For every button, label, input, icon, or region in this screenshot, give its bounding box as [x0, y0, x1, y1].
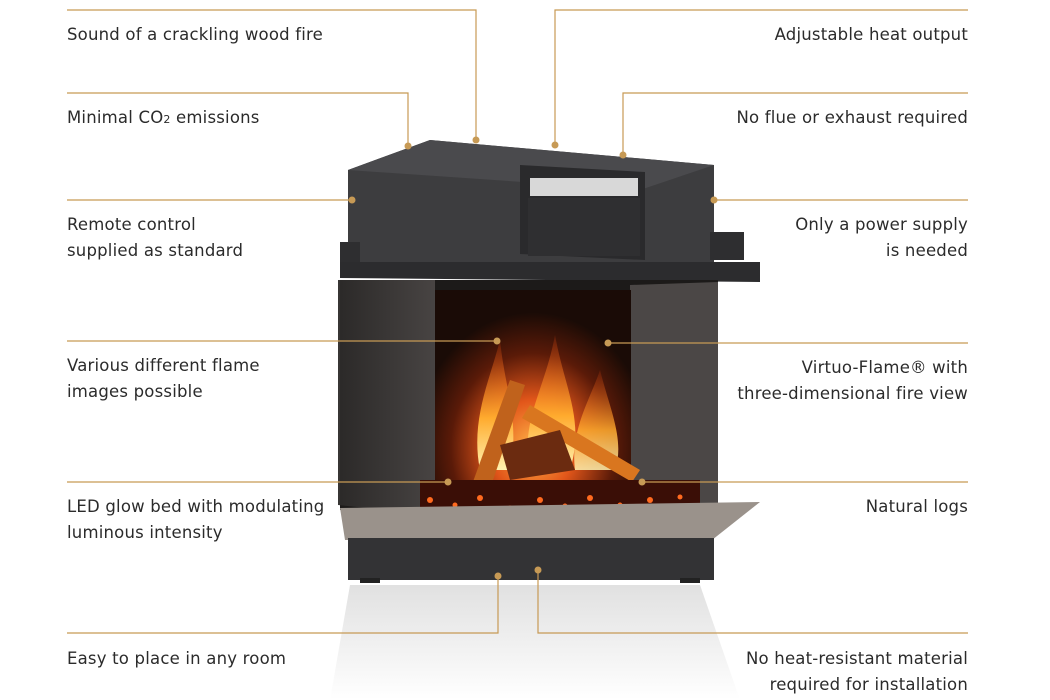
- label-co2-after: emissions: [170, 108, 260, 127]
- leader-easy-place-dot: [494, 572, 502, 580]
- label-remote-control: Remote control supplied as standard: [67, 215, 244, 260]
- leader-flame-images-dot: [493, 337, 501, 345]
- leader-crackling-sound: [67, 9, 477, 140]
- vent-panel: [528, 198, 640, 256]
- label-no-flue: No flue or exhaust required: [736, 108, 968, 127]
- leader-crackling-sound-dot: [472, 136, 480, 144]
- log-1: [470, 380, 525, 495]
- label-co2-sub: 2: [163, 113, 171, 126]
- leader-co2-dot: [404, 142, 412, 150]
- log-2: [522, 405, 640, 482]
- label-natural-logs: Natural logs: [865, 497, 968, 516]
- leader-heat-output: [554, 9, 968, 145]
- label-no-heat-resistant: No heat-resistant material required for …: [746, 649, 968, 694]
- base-shelf: [340, 502, 760, 540]
- right-glass: [630, 282, 718, 510]
- left-glass: [338, 280, 435, 515]
- floor-reflection: [330, 585, 740, 700]
- label-easy-place: Easy to place in any room: [67, 649, 287, 668]
- leader-heat-output-dot: [551, 141, 559, 149]
- leader-natural-logs-dot: [638, 478, 646, 486]
- label-co2: Minimal CO2 emissions: [67, 105, 260, 133]
- side-bracket-right: [710, 232, 744, 260]
- leader-lines: [67, 9, 968, 634]
- leader-no-flue-dot: [619, 151, 627, 159]
- label-flame-images: Various different flame images possible: [67, 356, 260, 401]
- leader-no-heat-resistant-dot: [534, 566, 542, 574]
- base-body: [348, 538, 714, 580]
- label-power-supply: Only a power supply is needed: [795, 215, 968, 260]
- leader-dots: [348, 136, 718, 580]
- base-foot-left: [360, 578, 380, 583]
- label-heat-output: Adjustable heat output: [774, 25, 968, 44]
- side-bracket-left: [340, 242, 360, 262]
- leader-no-heat-resistant: [537, 570, 968, 634]
- label-virtuo-flame: Virtuo-Flame® with three-dimensional fir…: [737, 358, 968, 403]
- leader-co2: [67, 92, 409, 146]
- leader-no-flue: [622, 92, 968, 155]
- leader-led-glow-bed-dot: [444, 478, 452, 486]
- leader-virtuo-flame-dot: [604, 339, 612, 347]
- label-co2-before: Minimal CO: [67, 108, 164, 127]
- base-foot-right: [680, 578, 700, 583]
- label-led-glow-bed: LED glow bed with modulating luminous in…: [67, 497, 325, 542]
- label-crackling-sound: Sound of a crackling wood fire: [67, 25, 324, 44]
- vent-slot: [530, 178, 638, 196]
- leader-easy-place: [67, 576, 499, 634]
- top-shelf: [340, 262, 760, 282]
- log-3: [500, 430, 575, 480]
- leader-remote-control-dot: [348, 196, 356, 204]
- leader-power-supply-dot: [710, 196, 718, 204]
